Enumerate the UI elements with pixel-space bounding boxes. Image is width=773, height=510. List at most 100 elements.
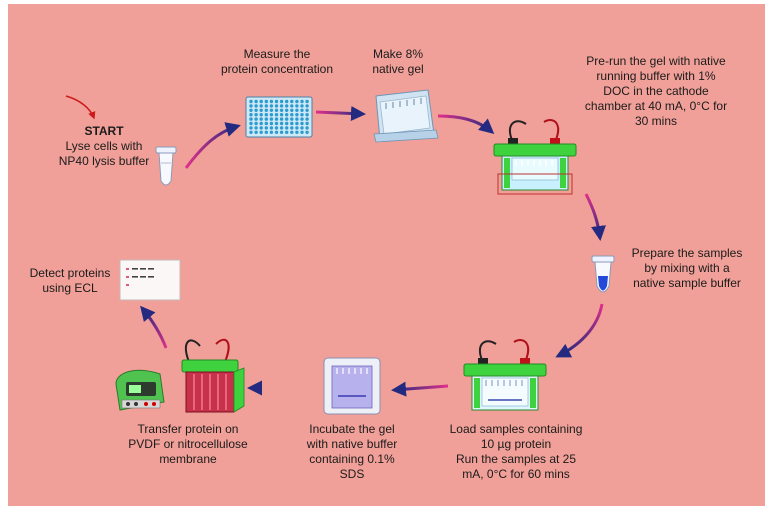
well: [290, 130, 294, 134]
well: [264, 117, 268, 121]
well: [269, 117, 274, 121]
arrow-transfer-to-detect: [140, 305, 168, 349]
well: [305, 117, 309, 121]
well: [295, 108, 299, 112]
well: [295, 113, 299, 117]
well: [300, 126, 304, 130]
well: [279, 126, 284, 130]
well: [279, 130, 284, 134]
well: [295, 126, 299, 130]
well: [259, 108, 263, 112]
label-start: START Lyse cells with NP40 lysis buffer: [48, 124, 160, 169]
well: [249, 126, 253, 130]
well: [259, 113, 263, 117]
well: [300, 108, 304, 112]
well: [269, 99, 274, 104]
well: [269, 121, 274, 126]
well: [285, 99, 289, 104]
well: [290, 126, 294, 130]
workflow-diagram: START Lyse cells with NP40 lysis buffer …: [8, 4, 765, 506]
well: [300, 130, 304, 134]
label-transfer: Transfer protein on PVDF or nitrocellulo…: [128, 422, 248, 466]
well: [259, 104, 263, 108]
arrow-lyse-to-measure: [184, 122, 241, 169]
arrow-load-to-incubate: [391, 381, 449, 397]
transfer-tank-icon: [181, 338, 245, 413]
well: [279, 108, 284, 112]
tube-icon-lysis: [155, 146, 177, 186]
well: [290, 113, 294, 117]
plate-96-well-icon: [245, 96, 313, 138]
well: [269, 108, 274, 112]
arrow-prepare-to-load: [555, 303, 604, 358]
well: [300, 113, 304, 117]
well: [264, 126, 268, 130]
well: [295, 117, 299, 121]
well: [279, 99, 284, 104]
arrow-gel-to-prerun: [437, 114, 495, 134]
well: [305, 130, 309, 134]
diagram-art: [65, 89, 615, 415]
well: [259, 117, 263, 121]
arrow-prerun-to-prepare: [584, 193, 606, 241]
well: [305, 113, 309, 117]
blot-membrane-icon: [119, 259, 181, 301]
well: [274, 130, 279, 134]
well: [295, 99, 299, 104]
well: [285, 104, 289, 108]
well: [249, 130, 253, 134]
well: [249, 117, 253, 121]
well: [279, 104, 284, 108]
well: [274, 108, 279, 112]
well: [269, 130, 274, 134]
well: [279, 121, 284, 126]
well: [285, 108, 289, 112]
well: [264, 121, 268, 126]
well: [259, 121, 263, 126]
well: [274, 104, 279, 108]
well: [249, 113, 253, 117]
well: [249, 104, 253, 108]
well: [264, 108, 268, 112]
well: [305, 108, 309, 112]
well: [274, 126, 279, 130]
well: [274, 113, 279, 117]
well: [269, 126, 274, 130]
well: [269, 104, 274, 108]
well: [254, 108, 258, 112]
well: [295, 104, 299, 108]
well: [290, 108, 294, 112]
well: [285, 121, 289, 126]
well: [295, 121, 299, 126]
well: [254, 99, 258, 104]
well: [279, 117, 284, 121]
well: [305, 104, 309, 108]
start-title: START: [84, 124, 124, 138]
well: [300, 117, 304, 121]
electrophoresis-tank-icon-prerun: [493, 119, 577, 195]
start-arrow: [65, 95, 96, 120]
well: [300, 104, 304, 108]
label-incubate: Incubate the gel with native buffer cont…: [306, 422, 398, 481]
gel-cassette-icon-incubate: [323, 357, 381, 415]
gel-cassette-icon: [373, 89, 439, 143]
well: [274, 121, 279, 126]
well: [254, 117, 258, 121]
well: [254, 130, 258, 134]
well: [249, 99, 253, 104]
well: [249, 108, 253, 112]
label-load: Load samples containing 10 µg protein Ru…: [449, 422, 583, 481]
well: [285, 126, 289, 130]
well: [264, 113, 268, 117]
well: [254, 113, 258, 117]
well: [264, 130, 268, 134]
well: [290, 121, 294, 126]
well: [274, 99, 279, 104]
well: [274, 117, 279, 121]
well: [259, 99, 263, 104]
well: [290, 104, 294, 108]
label-detect: Detect proteins using ECL: [29, 266, 111, 295]
well: [295, 130, 299, 134]
label-prepare: Prepare the samples by mixing with a nat…: [631, 246, 743, 290]
well: [249, 121, 253, 126]
